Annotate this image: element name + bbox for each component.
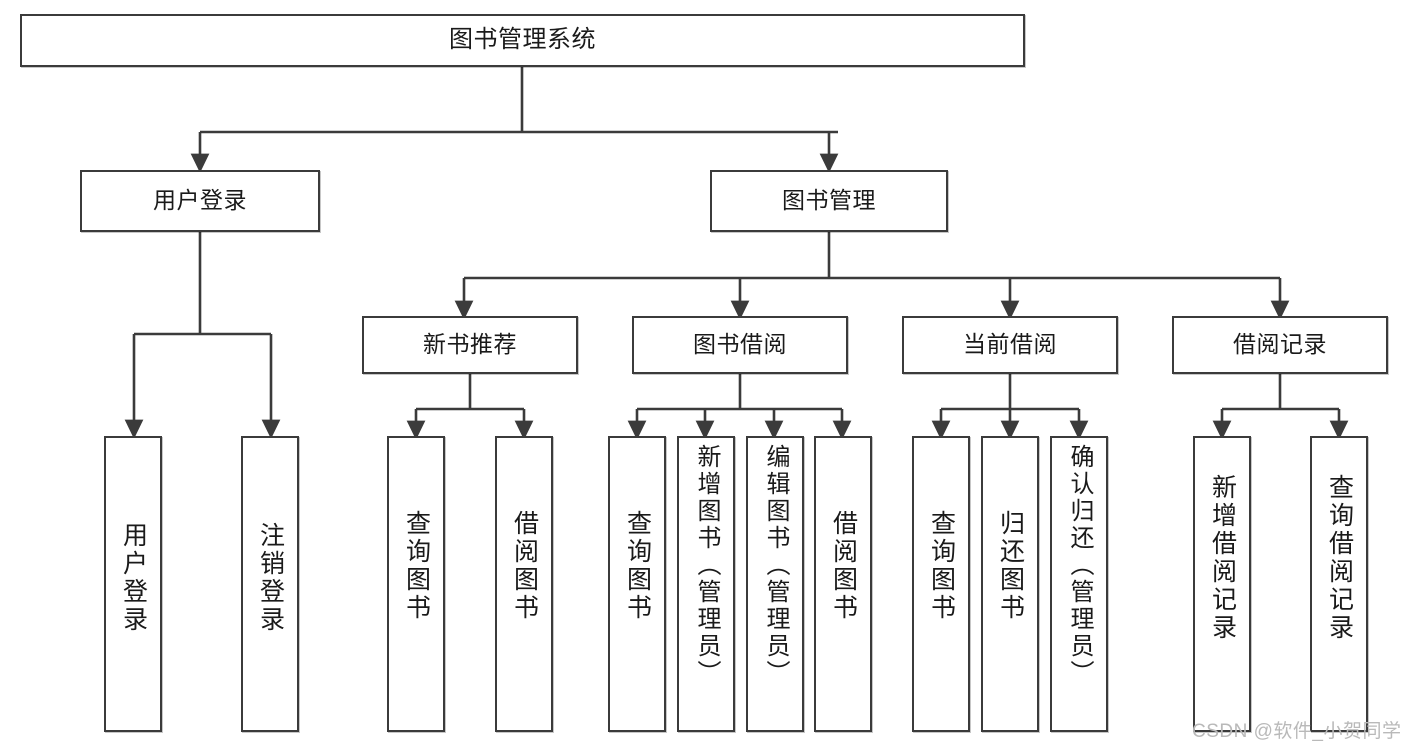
node-label: 用户登录 <box>119 522 148 634</box>
node-label: 图书管理 <box>782 187 876 214</box>
node-label: 编辑图书（管理员） <box>761 444 789 687</box>
node-label: 借阅图书 <box>510 510 539 622</box>
leaf-borrow-book[interactable]: 借阅图书 <box>814 436 872 732</box>
node-label: 借阅图书 <box>829 510 858 622</box>
node-label: 用户登录 <box>153 187 247 214</box>
node-label: 注销登录 <box>256 522 285 634</box>
leaf-query-book-new[interactable]: 查询图书 <box>387 436 445 732</box>
node-label: 查询借阅记录 <box>1325 474 1354 642</box>
node-label: 新增借阅记录 <box>1208 474 1237 642</box>
node-user-login[interactable]: 用户登录 <box>80 170 320 232</box>
node-book-management-system[interactable]: 图书管理系统 <box>20 14 1025 67</box>
leaf-return-book[interactable]: 归还图书 <box>981 436 1039 732</box>
node-label: 当前借阅 <box>963 331 1057 358</box>
leaf-add-borrow-record[interactable]: 新增借阅记录 <box>1193 436 1251 732</box>
leaf-confirm-return-admin[interactable]: 确认归还（管理员） <box>1050 436 1108 732</box>
leaf-edit-book-admin[interactable]: 编辑图书（管理员） <box>746 436 804 732</box>
node-book-borrow[interactable]: 图书借阅 <box>632 316 848 374</box>
node-label: 归还图书 <box>996 510 1025 622</box>
leaf-add-book-admin[interactable]: 新增图书（管理员） <box>677 436 735 732</box>
leaf-borrow-book-new[interactable]: 借阅图书 <box>495 436 553 732</box>
node-label: 新书推荐 <box>423 331 517 358</box>
leaf-logout-login[interactable]: 注销登录 <box>241 436 299 732</box>
node-borrow-record[interactable]: 借阅记录 <box>1172 316 1388 374</box>
node-current-borrow[interactable]: 当前借阅 <box>902 316 1118 374</box>
node-label: 查询图书 <box>927 510 956 622</box>
node-book-management[interactable]: 图书管理 <box>710 170 948 232</box>
node-label: 图书管理系统 <box>449 26 596 54</box>
node-label: 新增图书（管理员） <box>692 444 720 687</box>
node-label: 借阅记录 <box>1233 331 1327 358</box>
leaf-query-book-current[interactable]: 查询图书 <box>912 436 970 732</box>
leaf-user-login[interactable]: 用户登录 <box>104 436 162 732</box>
leaf-query-book-borrow[interactable]: 查询图书 <box>608 436 666 732</box>
leaf-query-borrow-record[interactable]: 查询借阅记录 <box>1310 436 1368 732</box>
node-label: 确认归还（管理员） <box>1065 444 1093 687</box>
node-label: 图书借阅 <box>693 331 787 358</box>
csdn-watermark: CSDN @软件_小贺同学 <box>1192 721 1402 742</box>
node-label: 查询图书 <box>402 510 431 622</box>
node-label: 查询图书 <box>623 510 652 622</box>
node-new-book-recommendation[interactable]: 新书推荐 <box>362 316 578 374</box>
